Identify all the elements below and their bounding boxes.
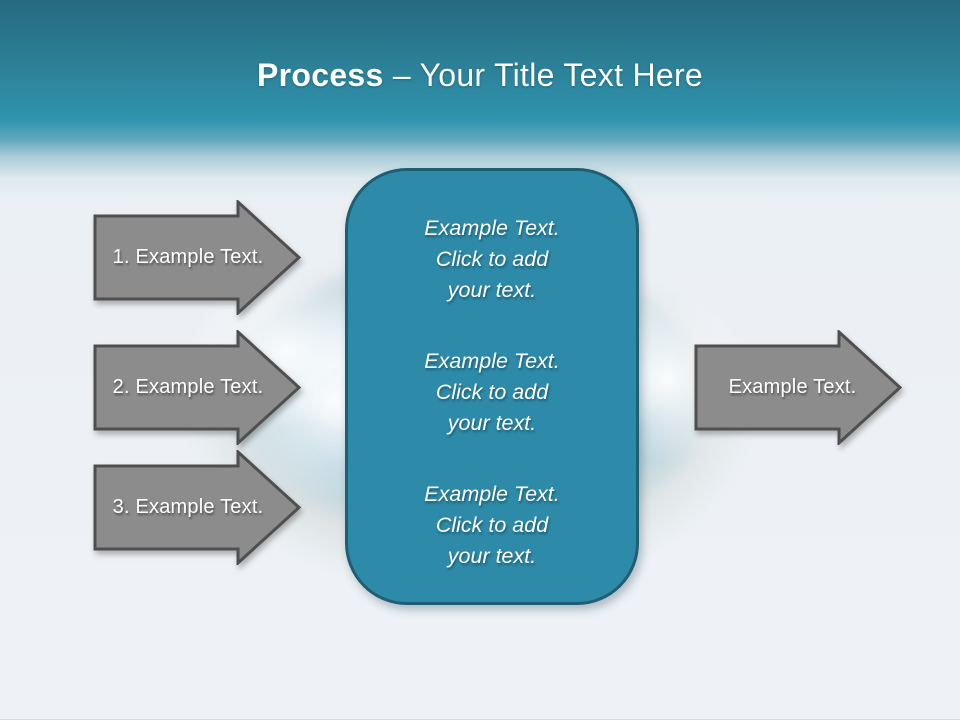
step-arrow-2[interactable]: [93, 330, 303, 445]
text-placeholder-1[interactable]: Example Text. Click to add your text.: [424, 216, 560, 302]
text-placeholder-3[interactable]: Example Text. Click to add your text.: [424, 482, 560, 568]
step-arrow-3[interactable]: [93, 450, 303, 565]
text-placeholder-2[interactable]: Example Text. Click to add your text.: [424, 349, 560, 435]
page-title[interactable]: Process – Your Title Text Here: [0, 52, 960, 98]
title-band: [0, 0, 960, 200]
step-arrow-1[interactable]: [93, 200, 303, 315]
title-bold-text: Process: [256, 57, 384, 93]
arrow-shape: [93, 450, 302, 565]
arrow-shape: [694, 330, 903, 445]
arrow-shape: [93, 200, 302, 315]
arrow-shape: [93, 330, 302, 445]
center-text-box[interactable]: Example Text. Click to add your text. Ex…: [345, 168, 639, 605]
title-rest-text: – Your Title Text Here: [383, 57, 704, 93]
result-arrow[interactable]: [694, 330, 904, 445]
